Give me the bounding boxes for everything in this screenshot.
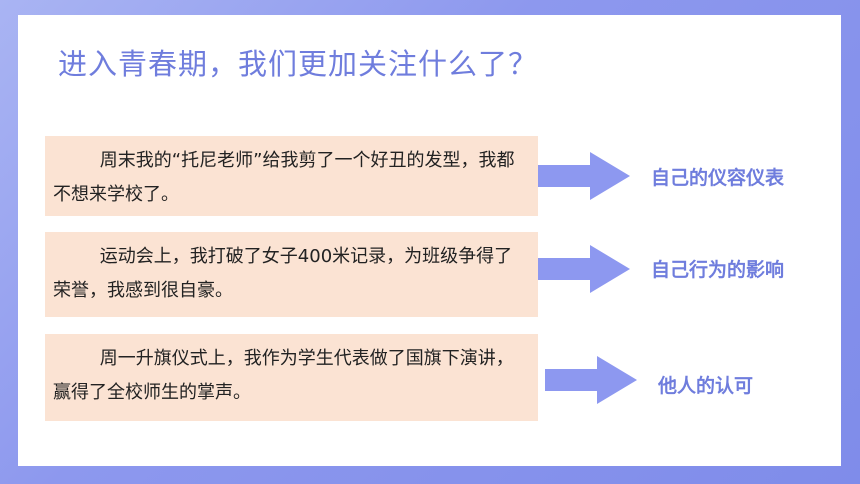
example-text-3: 周一升旗仪式上，我作为学生代表做了国旗下演讲，赢得了全校师生的掌声。 xyxy=(53,348,514,403)
result-label-1: 自己的仪容仪表 xyxy=(651,167,785,189)
slide: 进入青春期，我们更加关注什么了？ 周末我的“托尼老师”给我剪了一个好丑的发型，我… xyxy=(18,15,841,466)
example-text-2: 运动会上，我打破了女子400米记录，为班级争得了荣誉，我感到很自豪。 xyxy=(53,246,513,301)
page-title: 进入青春期，我们更加关注什么了？ xyxy=(58,47,539,81)
arrow-right-icon xyxy=(545,356,637,404)
example-card-2: 运动会上，我打破了女子400米记录，为班级争得了荣誉，我感到很自豪。 xyxy=(45,232,538,317)
result-label-2: 自己行为的影响 xyxy=(651,259,785,281)
arrow-right-icon xyxy=(538,152,630,200)
arrow-right-icon xyxy=(538,245,630,293)
result-label-3: 他人的认可 xyxy=(658,375,754,397)
example-text-1: 周末我的“托尼老师”给我剪了一个好丑的发型，我都不想来学校了。 xyxy=(53,150,515,205)
example-card-1: 周末我的“托尼老师”给我剪了一个好丑的发型，我都不想来学校了。 xyxy=(45,136,538,216)
example-card-3: 周一升旗仪式上，我作为学生代表做了国旗下演讲，赢得了全校师生的掌声。 xyxy=(45,334,538,421)
